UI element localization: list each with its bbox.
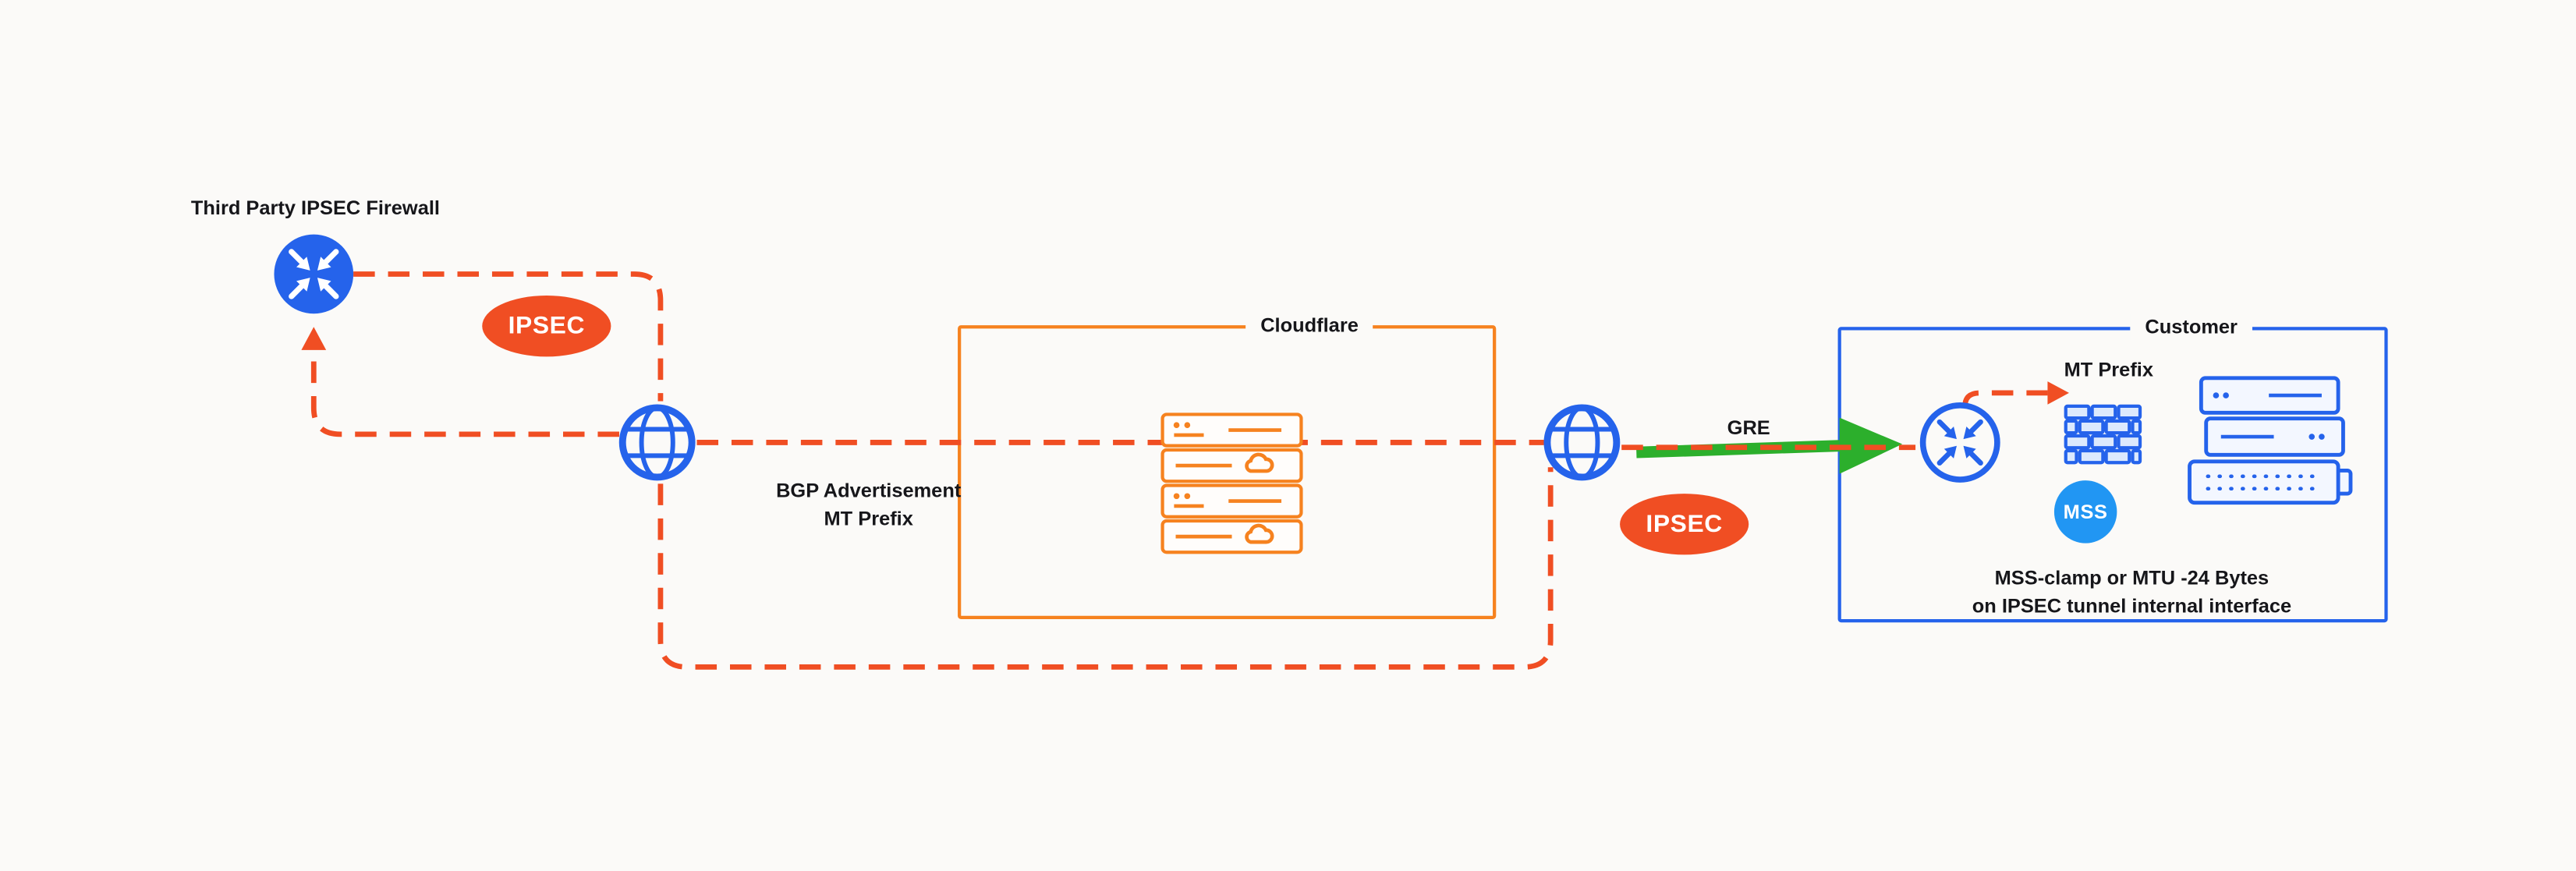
cloudflare-box-label: Cloudflare [1245,312,1373,339]
customer-zone-box [1837,327,2388,623]
path-router-to-firewall [1962,390,2048,407]
gre-label: GRE [1727,416,1770,440]
third-party-router-icon [274,234,354,314]
customer-router-icon [1919,402,2000,483]
bgp-line-2: MT Prefix [824,507,913,530]
arrow-up-icon [301,327,327,350]
internet-globe-icon-left [622,408,692,477]
mt-prefix-label: MT Prefix [2064,358,2153,382]
ipsec-badge-left: IPSEC [482,294,611,356]
third-party-firewall-label: Third Party IPSEC Firewall [190,196,440,220]
cloudflare-zone-box [958,325,1497,619]
cloudflare-server-stack-icon [1160,412,1303,554]
bgp-line-1: BGP Advertisement [776,479,962,502]
internet-globe-icon-right [1547,408,1617,477]
mss-note-line-1: MSS-clamp or MTU -24 Bytes [1994,566,2270,590]
customer-server-rack-icon [2188,376,2353,505]
arrow-right-icon [2047,381,2069,405]
path-firewall-to-internet [353,271,664,402]
firewall-icon [2064,404,2142,465]
mss-note-line-2: on IPSEC tunnel internal interface [1972,594,2292,618]
customer-box-label: Customer [2130,313,2253,341]
ipsec-badge-right: IPSEC [1620,493,1749,554]
tunnel-path-group [301,271,2069,670]
path-internet-to-firewall [310,348,619,437]
mss-badge: MSS [2053,480,2117,543]
bgp-advertisement-label: BGP Advertisement MT Prefix [776,477,961,533]
mss-note-label: MSS-clamp or MTU -24 Bytes on IPSEC tunn… [1972,565,2291,621]
